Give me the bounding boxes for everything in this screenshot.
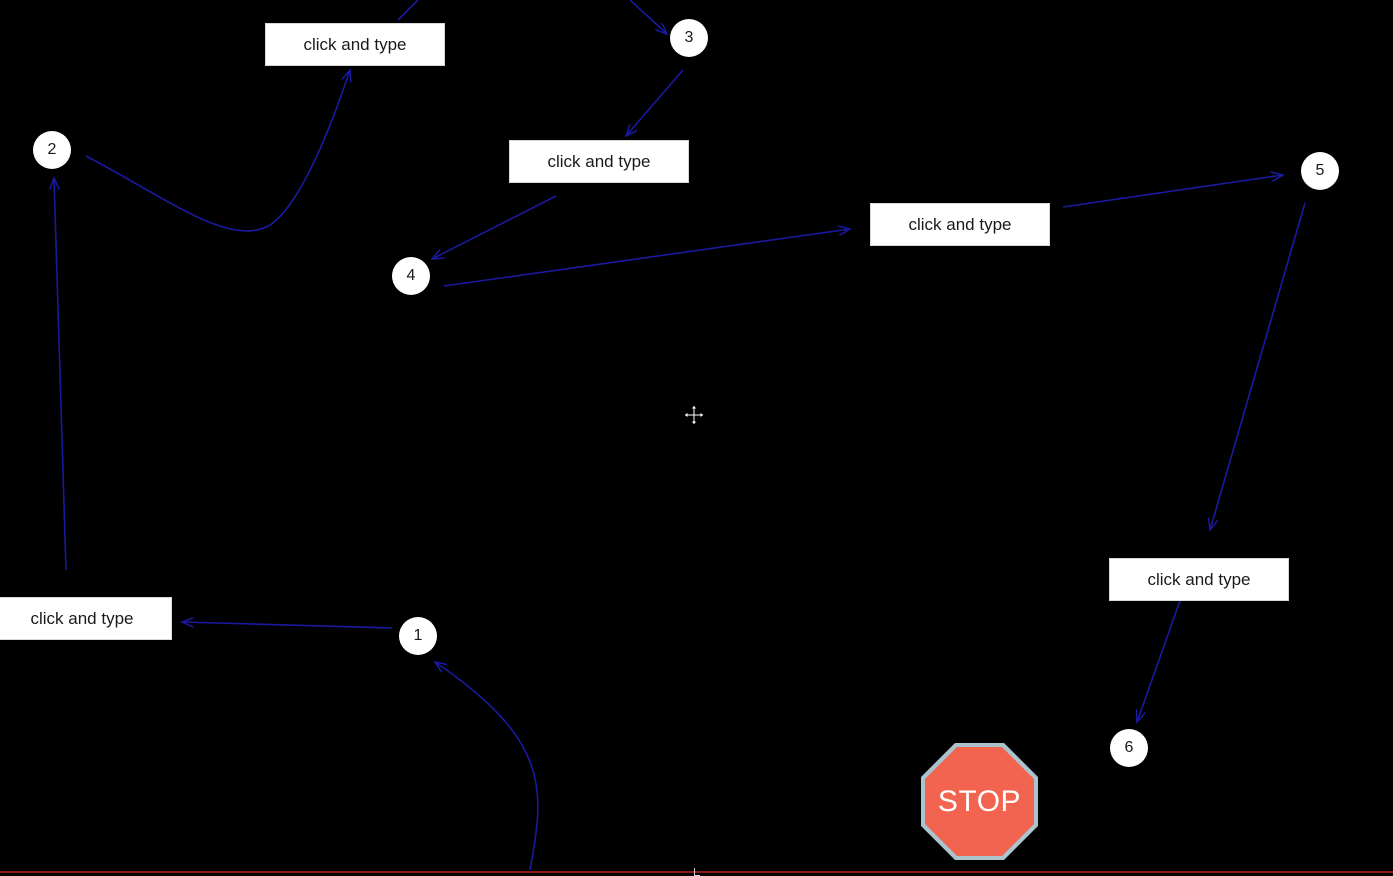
connector-into-node-3 (629, 0, 667, 34)
connector-node-5-to-action (1210, 202, 1306, 530)
step-node-4[interactable]: 4 (392, 257, 430, 295)
click-and-type-action-left[interactable]: click and type (0, 597, 172, 640)
connector-action-to-node-6 (1137, 597, 1182, 722)
bottom-corner-marker (694, 868, 700, 876)
stop-label: STOP (937, 784, 1022, 818)
connector-node-4-to-action (443, 229, 850, 287)
connector-node-3-to-action (626, 69, 684, 136)
step-node-3[interactable]: 3 (670, 19, 708, 57)
stop-button[interactable]: STOP (919, 741, 1040, 862)
connector-action-to-node-5 (1062, 175, 1283, 208)
click-and-type-action-lower-right[interactable]: click and type (1109, 558, 1289, 601)
click-and-type-action-right[interactable]: click and type (870, 203, 1050, 246)
connector-node-1-to-action (182, 622, 393, 629)
step-node-1[interactable]: 1 (399, 617, 437, 655)
move-cursor-icon (683, 404, 705, 426)
connector-action-to-node-4 (432, 195, 557, 259)
step-node-6[interactable]: 6 (1110, 729, 1148, 767)
step-node-2[interactable]: 2 (33, 131, 71, 169)
connector-node-2-to-action (85, 70, 350, 232)
connector-start-to-node-1 (435, 662, 539, 871)
stop-sign-icon (921, 743, 1038, 860)
connector-action-top-exit (397, 0, 419, 21)
step-node-5[interactable]: 5 (1301, 152, 1339, 190)
bottom-border-line (0, 871, 1393, 873)
click-and-type-action-middle[interactable]: click and type (509, 140, 689, 183)
connector-action-to-node-2 (54, 178, 67, 571)
click-and-type-action-top[interactable]: click and type (265, 23, 445, 66)
